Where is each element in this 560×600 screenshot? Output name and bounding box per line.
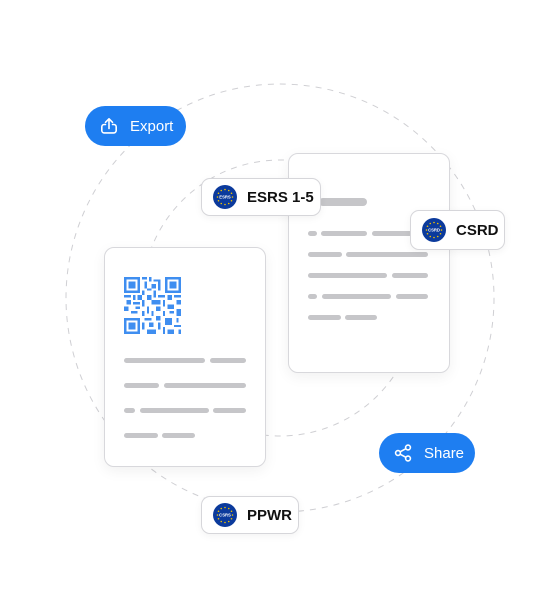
- text-line: [322, 294, 391, 299]
- text-line: [124, 433, 158, 438]
- badge-text: ESRS: [219, 195, 231, 200]
- ppwr-tag-label: PPWR: [247, 506, 292, 524]
- text-line: [392, 273, 428, 278]
- share-button[interactable]: Share: [379, 433, 475, 473]
- esrs-tag-label: ESRS 1-5: [247, 188, 314, 206]
- text-line: [372, 231, 428, 236]
- ppwr-tag: CSRS PPWR: [201, 496, 299, 534]
- text-line: [345, 315, 377, 320]
- text-line: [164, 383, 246, 388]
- text-line: [124, 408, 135, 413]
- text-line: [124, 383, 159, 388]
- csrd-tag: CSRD CSRD: [410, 210, 505, 250]
- text-line: [308, 252, 342, 257]
- upload-icon: [99, 116, 119, 136]
- text-line: [124, 358, 205, 363]
- esrs-tag: ESRS ESRS 1-5: [201, 178, 321, 216]
- badge-text: CSRS: [219, 513, 231, 518]
- eu-flag-icon: CSRD: [422, 218, 446, 242]
- text-line: [308, 294, 317, 299]
- text-line: [140, 408, 209, 413]
- eu-flag-icon: CSRS: [213, 503, 237, 527]
- text-line: [308, 273, 387, 278]
- text-line: [213, 408, 246, 413]
- text-line: [346, 252, 428, 257]
- document-title-bar: [319, 198, 367, 206]
- csrd-tag-label: CSRD: [456, 221, 499, 239]
- text-line: [308, 315, 341, 320]
- text-line: [396, 294, 428, 299]
- text-line: [308, 231, 317, 236]
- document-card-back: [288, 153, 450, 373]
- text-line: [210, 358, 246, 363]
- qr-code-icon: [124, 277, 181, 334]
- export-button[interactable]: Export: [85, 106, 186, 146]
- text-line: [162, 433, 195, 438]
- share-button-label: Share: [424, 444, 465, 462]
- text-line: [321, 231, 367, 236]
- document-card-front: [104, 247, 266, 467]
- share-icon: [393, 443, 413, 463]
- eu-flag-icon: ESRS: [213, 185, 237, 209]
- export-button-label: Export: [130, 117, 174, 135]
- badge-text: CSRD: [428, 228, 440, 233]
